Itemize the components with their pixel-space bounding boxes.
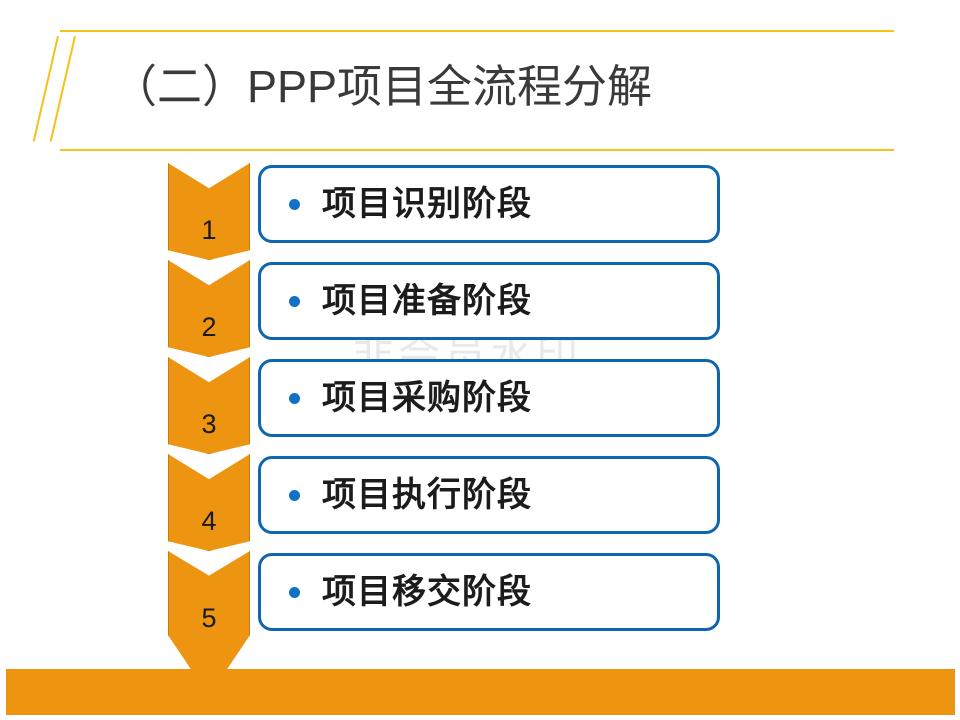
step-label: 项目准备阶段 (322, 282, 532, 320)
chevron-number: 2 (201, 312, 217, 342)
step-box-4[interactable]: 项目执行阶段 (258, 456, 720, 534)
chevron-step-3: 3 (168, 357, 250, 454)
step-label: 项目采购阶段 (322, 379, 532, 417)
chevron-step-1: 1 (168, 163, 250, 260)
bullet-icon (289, 295, 300, 307)
bullet-icon (289, 198, 300, 210)
step-box-5[interactable]: 项目移交阶段 (258, 553, 720, 631)
step-box-2[interactable]: 项目准备阶段 (258, 262, 720, 340)
chevron-number: 3 (201, 409, 217, 439)
step-label: 项目执行阶段 (322, 476, 532, 514)
chevron-number: 1 (201, 215, 217, 245)
bullet-icon (289, 489, 300, 501)
chevron-shape-icon (168, 163, 250, 260)
chevron-step-4: 4 (168, 454, 250, 551)
chevron-step-2: 2 (168, 260, 250, 357)
step-box-3[interactable]: 项目采购阶段 (258, 359, 720, 437)
chevron-shape-icon (168, 260, 250, 357)
step-label: 项目识别阶段 (322, 185, 532, 223)
chevron-number: 5 (201, 603, 217, 633)
bullet-icon (289, 392, 300, 404)
step-box-1[interactable]: 项目识别阶段 (258, 165, 720, 243)
chevron-number: 4 (201, 506, 217, 536)
header-bottom-rule (60, 149, 894, 151)
step-label: 项目移交阶段 (322, 573, 532, 611)
footer-bar (6, 669, 955, 715)
chevron-shape-icon (168, 357, 250, 454)
header-top-rule (60, 30, 894, 32)
step-number-column: 1 2 3 4 5 (168, 163, 250, 696)
page-title: （二）PPP项目全流程分解 (112, 61, 653, 112)
chevron-shape-icon (168, 454, 250, 551)
bullet-icon (289, 586, 300, 598)
